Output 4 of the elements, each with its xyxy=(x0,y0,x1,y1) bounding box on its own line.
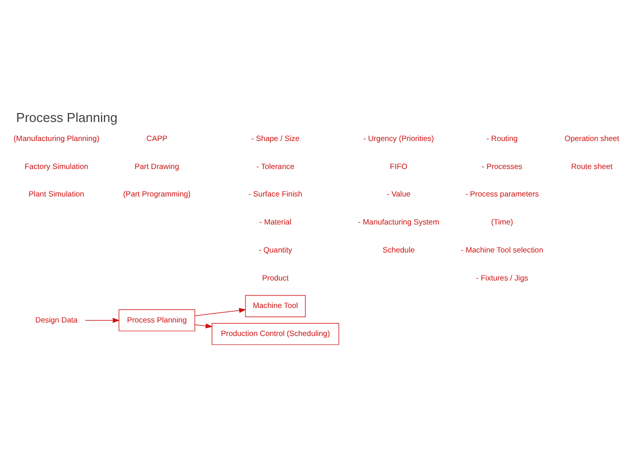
diagram-title: Process Planning xyxy=(16,110,118,125)
arrow xyxy=(84,317,120,322)
arrow xyxy=(194,322,213,328)
arrow xyxy=(194,307,246,316)
